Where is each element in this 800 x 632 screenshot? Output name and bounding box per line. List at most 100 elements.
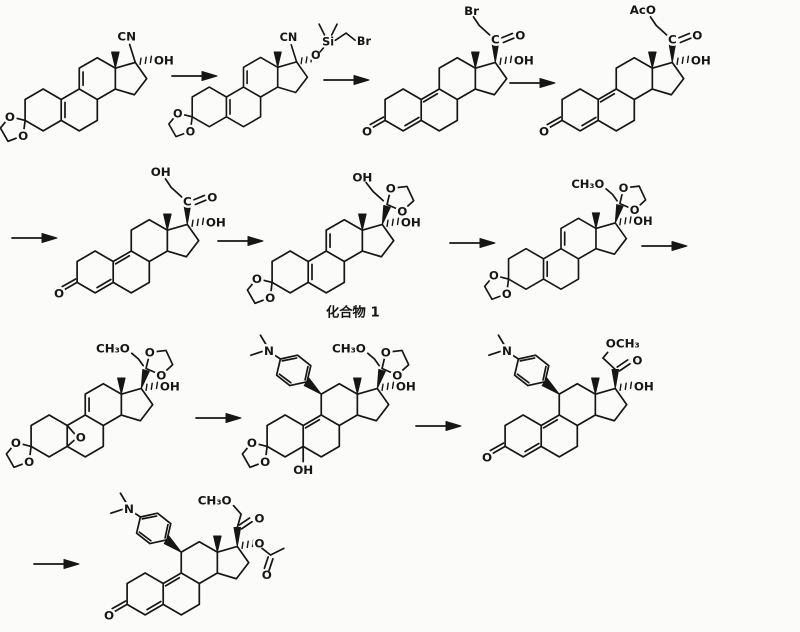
dimethylaminophenyl-ring	[250, 334, 312, 387]
ketone-bond	[489, 442, 506, 455]
wedge-bond	[233, 526, 242, 547]
oxygen-label: O	[260, 455, 270, 469]
reaction-arrow	[171, 70, 218, 82]
oxygen-label: O	[381, 346, 391, 360]
ketone-bond	[111, 600, 128, 613]
hydroxy-label: OH	[634, 379, 654, 393]
structure-final-acetate: O N O CH₃O O O	[102, 492, 285, 625]
structure-aryl-dienone: O N O OCH₃ OH	[480, 334, 654, 467]
carbonyl-carbon-label: C	[668, 32, 677, 46]
nitrogen-label: N	[502, 344, 512, 358]
oxygen-label: O	[311, 49, 321, 62]
ketone-bond	[61, 278, 78, 291]
structure-bromo-ketone: O C O Br OH	[360, 4, 534, 141]
hydroxy-label: OH	[401, 215, 421, 229]
hash-wedge	[676, 55, 690, 66]
oxygen-label: O	[24, 455, 34, 469]
dimethylaminophenyl-ring	[488, 334, 550, 387]
reaction-arrow	[11, 232, 58, 244]
double-bond-4-5	[404, 116, 420, 127]
structure-acetoxy-ketone: O C O AcO OH	[537, 3, 711, 141]
hydroxy-label: OH	[151, 165, 171, 179]
ketone-bond	[369, 116, 386, 129]
wedge-bond	[376, 368, 386, 389]
hash-wedge	[386, 217, 400, 228]
steroid-core	[561, 56, 685, 132]
hash-wedge	[381, 381, 395, 392]
hydroxy-label: OH	[691, 53, 711, 67]
dimethylaminophenyl-ring	[110, 492, 172, 545]
structure-methoxy-bisketal: O O O O CH₃O OH	[483, 177, 653, 303]
hash-wedge	[619, 216, 632, 226]
oxygen-label: O	[254, 512, 264, 526]
oxygen-label: O	[54, 287, 64, 301]
steroid-core	[384, 56, 508, 132]
hash-wedge	[191, 217, 205, 228]
wedge-bond	[611, 368, 620, 389]
steroid-core	[191, 56, 309, 128]
steroid-core	[126, 540, 250, 616]
hydroxy-label: OH	[396, 379, 416, 393]
oxygen-label: O	[18, 129, 28, 143]
hydroxy-label: OH	[293, 463, 313, 477]
oxygen-label: O	[76, 431, 86, 445]
oxygen-label: O	[539, 125, 549, 139]
hash-wedge	[499, 55, 513, 66]
epoxide-bonds	[66, 424, 76, 448]
nitrile-label: CN	[280, 31, 298, 44]
steroid-core	[30, 382, 154, 458]
oxygen-label: O	[502, 287, 512, 301]
nitrogen-label: N	[264, 344, 274, 358]
methoxy-label: CH₃O	[571, 177, 604, 191]
hydroxy-label: OH	[514, 53, 534, 67]
hash-wedge	[241, 539, 255, 550]
oxygen-label: O	[362, 125, 372, 139]
nitrile-label: CN	[117, 30, 136, 44]
oxygen-label: O	[207, 191, 217, 205]
hydroxy-label: OH	[160, 379, 180, 393]
structure-aryl-hydroxy: O O OH N O O CH₃O OH	[241, 334, 416, 479]
oxygen-label: O	[692, 29, 702, 43]
oxygen-label: O	[5, 110, 15, 124]
hydroxy-label: OH	[352, 171, 372, 185]
double-bond-4-5	[96, 278, 112, 289]
reaction-arrow	[449, 237, 496, 249]
reaction-arrow	[33, 558, 80, 570]
reaction-arrow	[217, 235, 264, 247]
oxygen-label: O	[397, 204, 407, 218]
wedge-bond	[140, 368, 150, 389]
wedge-bond	[381, 204, 391, 225]
oxygen-label: O	[515, 29, 525, 43]
hash-wedge	[145, 381, 159, 392]
acetoxy-label: AcO	[630, 3, 656, 17]
oxygen-label: O	[262, 568, 272, 582]
hash-wedge	[619, 381, 633, 392]
oxygen-label: O	[482, 451, 492, 465]
steroid-core	[24, 56, 148, 132]
hydroxy-label: OH	[206, 215, 226, 229]
hydroxy-label: OH	[154, 53, 174, 67]
oxygen-label: O	[145, 346, 155, 360]
hydroxy-label: OH	[633, 214, 652, 228]
steroid-core	[76, 218, 200, 294]
compound-1-caption: 化合物 1	[326, 304, 380, 321]
ketone-bond	[546, 116, 563, 129]
methoxy-label: CH₃O	[198, 494, 232, 508]
reaction-arrow	[323, 74, 370, 86]
reaction-arrow	[509, 77, 556, 89]
oxygen-label: O	[104, 609, 114, 623]
reaction-arrow	[415, 420, 462, 432]
oxygen-label: O	[386, 182, 396, 196]
reaction-arrow	[195, 412, 242, 424]
oxygen-label: O	[630, 203, 640, 217]
steroid-core	[504, 382, 628, 458]
oxygen-label: O	[265, 291, 275, 305]
oxygen-label: O	[247, 436, 257, 450]
bromine-label: Br	[357, 35, 372, 48]
nitrogen-label: N	[124, 502, 134, 516]
oxygen-label: O	[186, 125, 196, 138]
structure-compound-1: O O O O OH OH 化合物 1	[246, 171, 421, 321]
carbonyl-carbon-label: C	[491, 32, 500, 46]
steroid-core	[507, 217, 628, 290]
